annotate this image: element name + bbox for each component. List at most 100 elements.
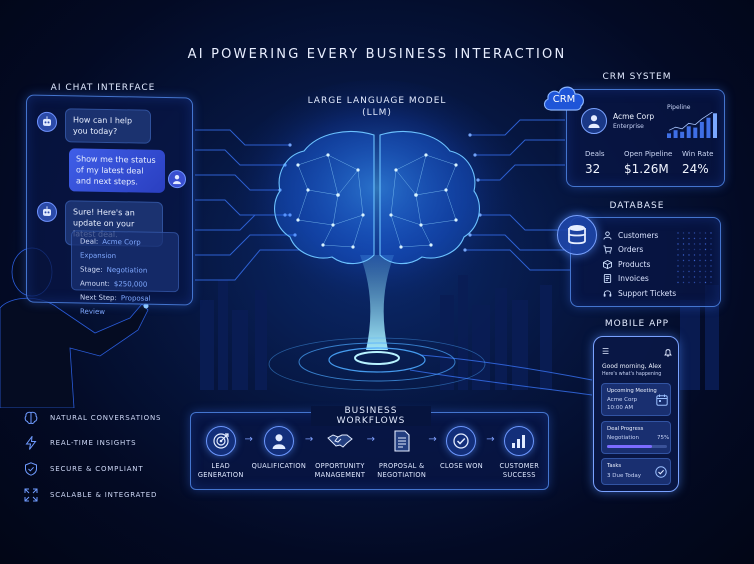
grid-dot <box>683 238 684 239</box>
bar-chart-icon <box>510 432 528 450</box>
grid-dot <box>688 238 689 239</box>
grid-dot <box>677 282 678 283</box>
workflows-title-wrap: BUSINESS WORKFLOWS <box>311 406 431 426</box>
user-icon <box>172 174 182 184</box>
check-circle-icon <box>452 432 470 450</box>
grid-dot <box>677 254 678 255</box>
grid-dot <box>683 260 684 261</box>
pipeline-label: Pipeline <box>667 104 690 111</box>
pipeline-bar <box>700 122 704 138</box>
grid-dot <box>688 232 689 233</box>
feature-natural-conversations: NATURAL CONVERSATIONS <box>24 405 161 431</box>
pipeline-bar-chart <box>667 112 717 138</box>
workflows-title: BUSINESS WORKFLOWS <box>311 406 431 426</box>
grid-dot <box>694 265 695 266</box>
db-item-products: Products <box>603 257 676 272</box>
mobile-greeting-sub: Here's what's happening <box>602 372 661 377</box>
db-item-orders: Orders <box>603 243 676 258</box>
deal-card: Deal:Acme Corp Expansion Stage:Negotiati… <box>71 230 179 292</box>
brain-icon <box>24 411 38 425</box>
stat-win-rate: Win Rate 24% <box>682 150 713 176</box>
workflow-arrow: → <box>486 434 494 445</box>
llm-subtitle: (LLM) <box>300 108 454 118</box>
crm-section-title: CRM SYSTEM <box>582 72 692 82</box>
progress-track <box>607 445 667 448</box>
meeting-time: 10:00 AM <box>607 405 633 411</box>
workflow-steps: LEADGENERATION → QUALIFICATION → OPPORTU… <box>191 426 550 480</box>
meeting-company: Acme Corp <box>607 397 637 403</box>
workflow-step-customer-success[interactable]: CUSTOMERSUCCESS <box>495 426 544 480</box>
workflow-step-lead-generation[interactable]: LEADGENERATION <box>197 426 244 480</box>
tasks-title: Tasks <box>607 463 621 469</box>
grid-dot <box>677 260 678 261</box>
deal-row-amount: Amount:$250,000 <box>80 276 170 292</box>
crm-panel: Acme Corp Enterprise Pipeline Deals 32 O… <box>566 89 725 187</box>
grid-dot <box>710 260 711 261</box>
crm-company: Acme Corp <box>613 112 654 121</box>
grid-dot <box>677 232 678 233</box>
mobile-section-title: MOBILE APP <box>582 319 692 329</box>
pipeline-bar <box>713 113 717 138</box>
workflow-step-close-won[interactable]: CLOSE WON <box>437 426 486 471</box>
feature-real-time-insights: REAL-TIME INSIGHTS <box>24 431 161 457</box>
check-circle-icon <box>655 466 667 478</box>
deal-progress-card[interactable]: Deal Progress Negotiation 75% <box>601 421 671 454</box>
mobile-greeting: Good morning, Alex <box>602 363 661 370</box>
crm-cloud-badge: CRM <box>541 82 587 112</box>
workflow-arrow: → <box>305 434 313 445</box>
grid-dot <box>683 282 684 283</box>
db-item-invoices: Invoices <box>603 272 676 287</box>
grid-dot <box>705 271 706 272</box>
grid-dot <box>705 282 706 283</box>
grid-dot <box>699 265 700 266</box>
pipeline-bar <box>680 132 684 138</box>
grid-dot <box>694 243 695 244</box>
mobile-phone-mockup: ☰ Good morning, Alex Here's what's happe… <box>593 336 679 492</box>
deal-row-next-step: Next Step:Proposal Review <box>80 290 170 320</box>
business-workflows-panel: BUSINESS WORKFLOWS LEADGENERATION → QUAL… <box>190 412 549 490</box>
target-icon <box>212 432 230 450</box>
grid-dot <box>710 254 711 255</box>
grid-dot <box>710 249 711 250</box>
grid-dot <box>688 249 689 250</box>
grid-dot <box>705 265 706 266</box>
meeting-title: Upcoming Meeting <box>607 388 657 394</box>
grid-dot <box>699 271 700 272</box>
cart-icon <box>603 245 612 254</box>
grid-dot <box>683 276 684 277</box>
grid-dot <box>699 276 700 277</box>
pipeline-bar <box>687 126 691 138</box>
user-avatar <box>168 170 186 188</box>
grid-dot <box>699 238 700 239</box>
grid-dot <box>705 232 706 233</box>
dot-grid-decoration <box>675 230 715 290</box>
feature-secure-compliant: SECURE & COMPLIANT <box>24 456 161 482</box>
users-icon <box>603 231 612 240</box>
upcoming-meeting-card[interactable]: Upcoming Meeting Acme Corp 10:00 AM <box>601 383 671 416</box>
bot-message-1: How can I help you today? <box>65 108 151 144</box>
database-panel: Customers Orders Products Invoices Suppo… <box>570 217 721 307</box>
database-section-title: DATABASE <box>582 201 692 211</box>
grid-dot <box>688 282 689 283</box>
shield-icon <box>24 462 38 476</box>
workflow-step-qualification[interactable]: QUALIFICATION <box>253 426 305 471</box>
robot-icon <box>41 206 53 218</box>
person-icon <box>271 433 287 449</box>
pipeline-bar <box>667 133 671 138</box>
headset-icon <box>603 289 612 298</box>
workflow-step-proposal-negotiation[interactable]: PROPOSAL &NEGOTIATION <box>375 426 428 480</box>
grid-dot <box>683 265 684 266</box>
bell-icon[interactable] <box>664 348 672 357</box>
grid-dot <box>699 249 700 250</box>
tasks-card[interactable]: Tasks 3 Due Today <box>601 458 671 485</box>
hamburger-menu-icon[interactable]: ☰ <box>602 347 609 356</box>
grid-dot <box>683 271 684 272</box>
progress-stage: Negotiation <box>607 435 639 441</box>
pipeline-bar <box>674 130 678 138</box>
brain-network-illustration <box>268 125 486 275</box>
grid-dot <box>677 276 678 277</box>
grid-dot <box>699 232 700 233</box>
grid-dot <box>710 265 711 266</box>
progress-title: Deal Progress <box>607 426 643 432</box>
workflow-step-opportunity-management[interactable]: OPPORTUNITYMANAGEMENT <box>313 426 366 480</box>
